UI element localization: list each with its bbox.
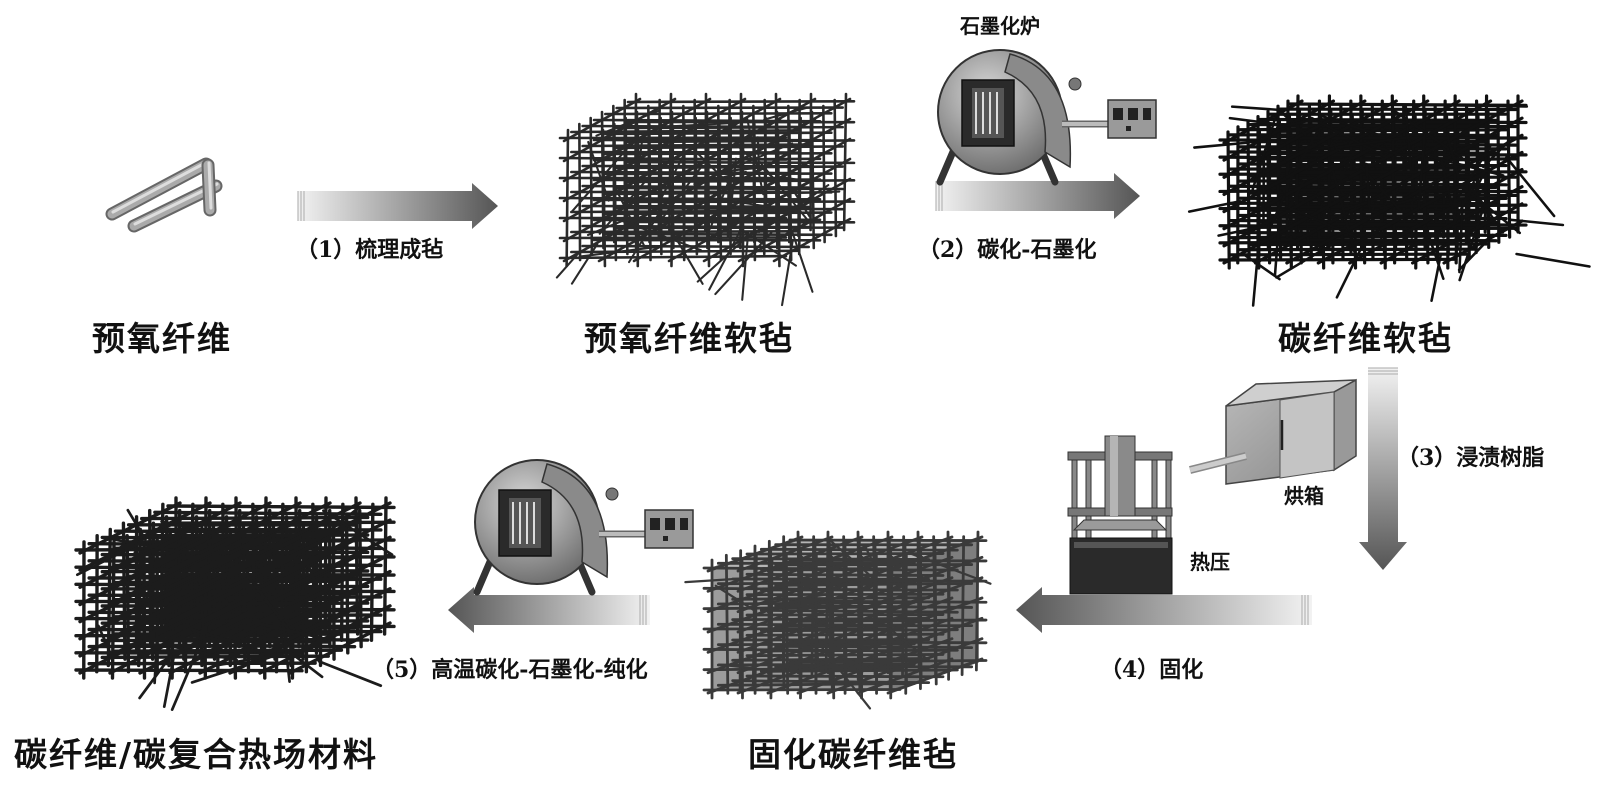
press-label: 热压	[1190, 550, 1230, 574]
graphitization-furnace-image-2	[473, 459, 694, 596]
hot-press-image	[1067, 435, 1173, 595]
carbon-felt-image	[1187, 94, 1591, 307]
composite-image	[74, 496, 396, 711]
step-4-label: （4）固化	[1100, 657, 1204, 683]
oven-label: 烘箱	[1284, 484, 1324, 508]
arrow-step-1	[298, 183, 498, 229]
material-preox-fiber: 预氧纤维	[92, 319, 232, 358]
step-1-label: （1）梳理成毡	[296, 237, 444, 263]
cured-felt-image	[684, 530, 992, 710]
material-preox-felt: 预氧纤维软毡	[584, 319, 794, 358]
furnace-label: 石墨化炉	[960, 14, 1040, 38]
arrow-step-2	[936, 173, 1140, 219]
material-composite: 碳纤维/碳复合热场材料	[14, 735, 379, 774]
graphitization-furnace-image	[936, 49, 1157, 186]
arrow-step-5	[448, 587, 650, 633]
step-3-label: （3）浸渍树脂	[1397, 445, 1545, 471]
material-carbon-felt: 碳纤维软毡	[1278, 319, 1453, 358]
material-cured-felt: 固化碳纤维毡	[748, 735, 958, 774]
preox-fiber-image	[105, 157, 223, 233]
arrow-step-3	[1359, 368, 1407, 570]
step-5-label: （5）高温碳化-石墨化-纯化	[372, 657, 648, 683]
step-2-label: （2）碳化-石墨化	[918, 237, 1097, 263]
oven-image	[1189, 378, 1357, 485]
arrow-step-4	[1016, 587, 1312, 633]
preox-felt-image	[555, 92, 856, 307]
